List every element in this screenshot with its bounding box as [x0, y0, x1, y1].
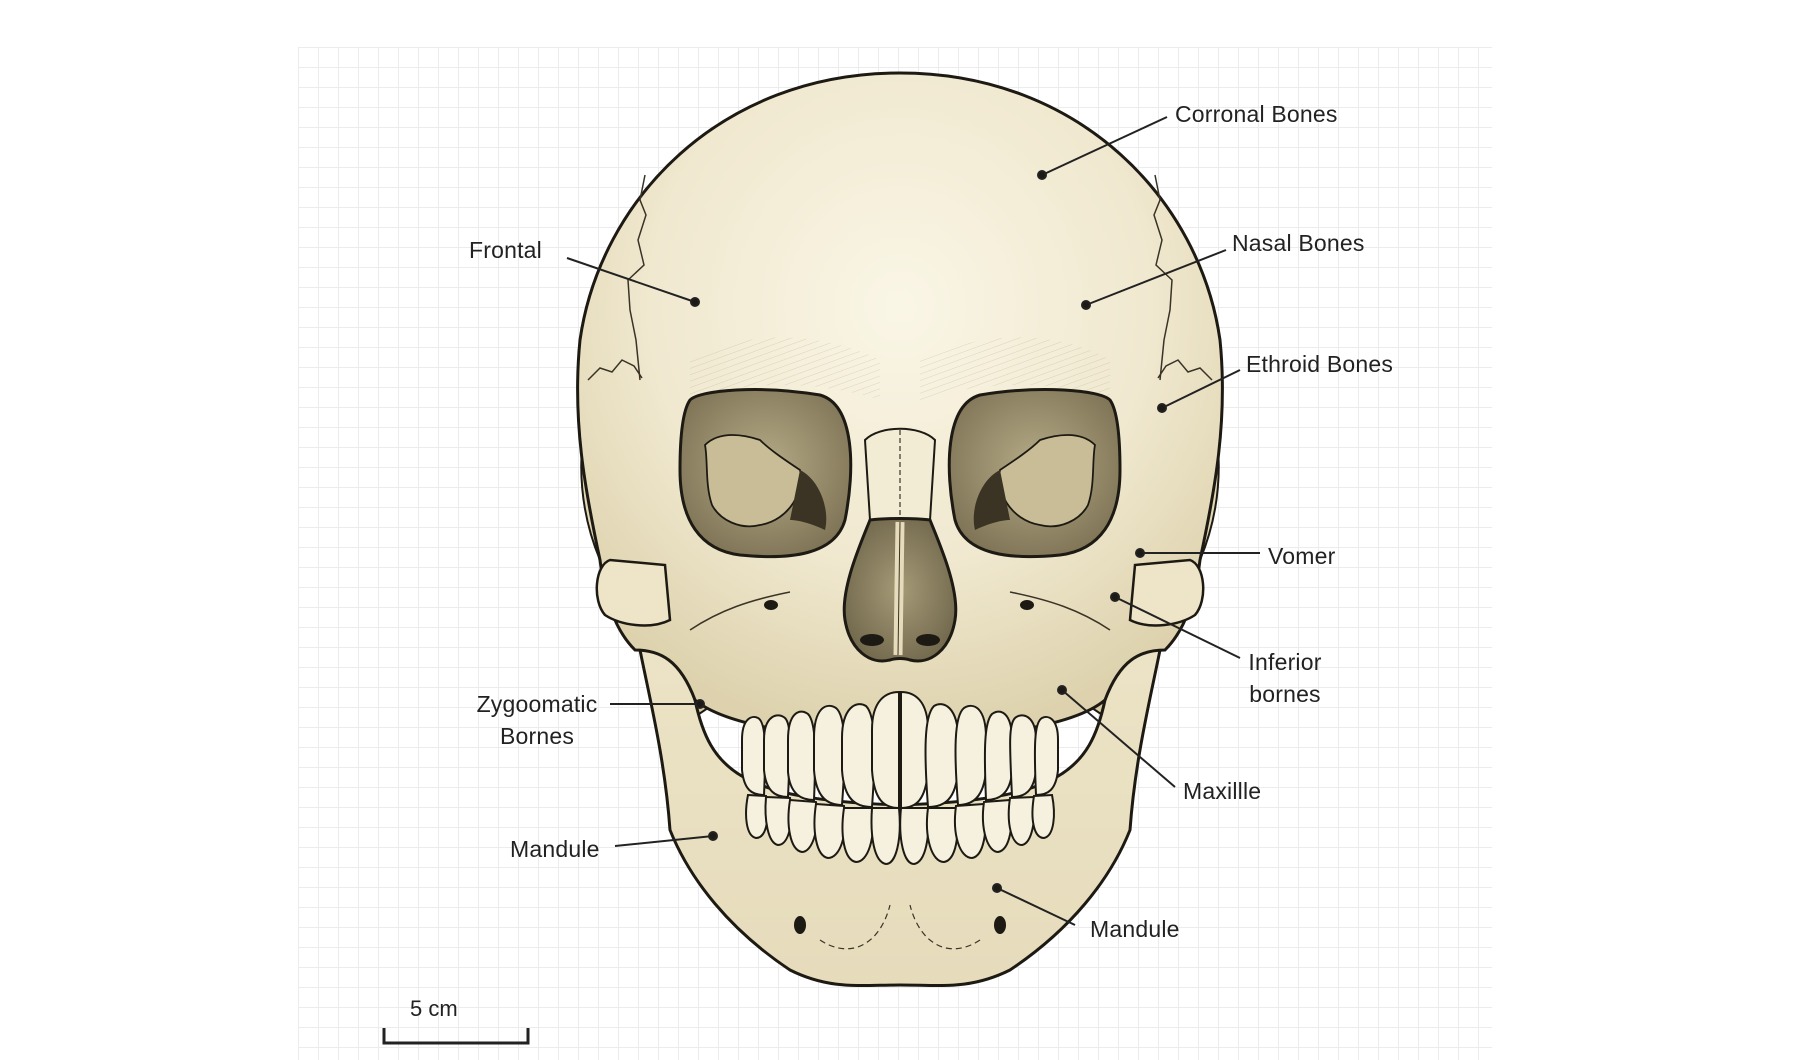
label-vomer: Vomer: [1268, 543, 1336, 569]
label-mandule-right: Mandule: [1090, 916, 1180, 942]
label-zygoomatic-bornes-line1: Zygoomatic: [476, 691, 598, 717]
label-zygoomatic-bornes: Zygoomatic Bornes: [462, 688, 612, 752]
label-frontal: Frontal: [469, 237, 542, 263]
label-inferior-bornes: Inferior bornes: [1230, 646, 1340, 710]
scale-bar-label: 5 cm: [410, 996, 458, 1021]
scale-bar: [382, 1028, 530, 1045]
label-nasal-bones: Nasal Bones: [1232, 230, 1365, 256]
label-mandule-left: Mandule: [510, 836, 600, 862]
label-corronal-bones: Corronal Bones: [1175, 101, 1338, 127]
label-zygoomatic-bornes-line2: Bornes: [499, 723, 575, 749]
label-inferior-bornes-line1: Inferior: [1248, 649, 1322, 675]
cranial-sutures: [587, 174, 1213, 381]
label-inferior-bornes-line2: bornes: [1249, 681, 1321, 707]
brow-ridge-shading: [690, 337, 1110, 400]
teeth: [741, 690, 1059, 866]
zygomatic-arches: [595, 558, 1205, 627]
orbits: [678, 388, 1122, 559]
label-maxillle: Maxillle: [1183, 778, 1262, 804]
leader-lines: [566, 116, 1260, 926]
label-ethroid-bones: Ethroid Bones: [1246, 351, 1394, 377]
